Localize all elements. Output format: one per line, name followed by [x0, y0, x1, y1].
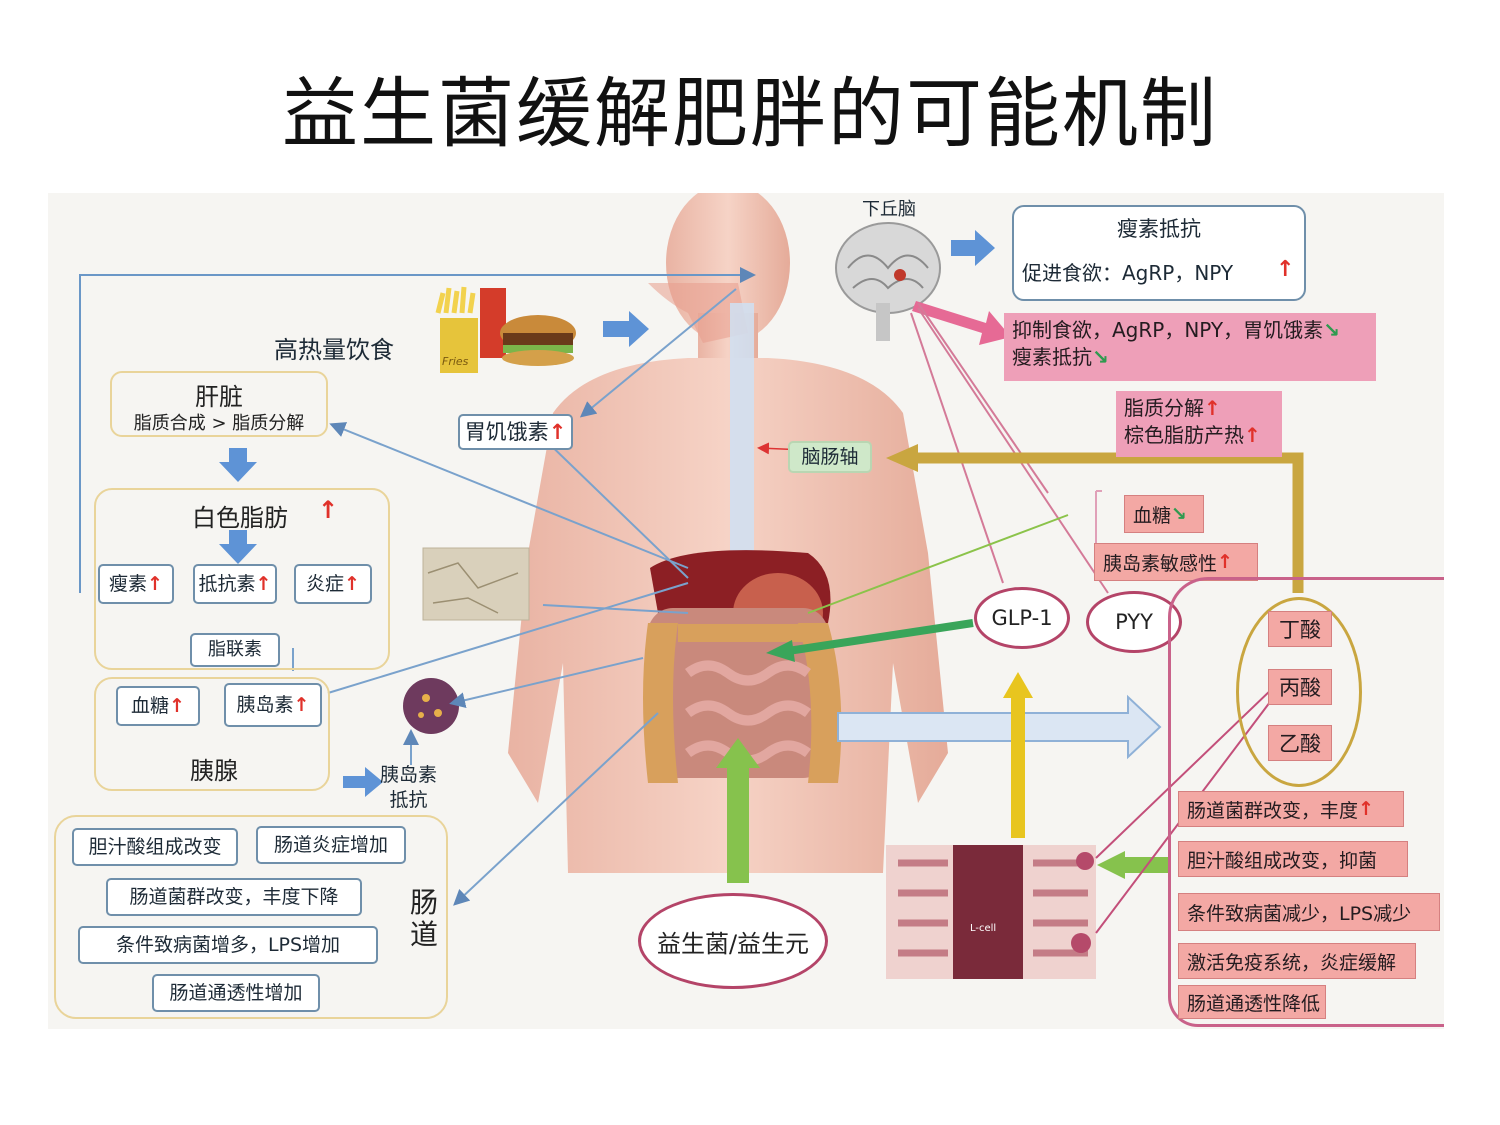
- increase-arrow-icon: ↑: [548, 419, 567, 444]
- decrease-arrow-icon: ↘: [1323, 318, 1340, 342]
- increase-arrow-icon: ↑: [1244, 423, 1261, 447]
- effect-permeability-box: 肠道通透性降低: [1178, 985, 1326, 1019]
- insulin-resistance-label: 胰岛素 抵抗: [380, 764, 438, 811]
- effect-flora-label: 肠道菌群改变，丰度: [1187, 799, 1359, 822]
- fries-label: Fries: [442, 355, 469, 368]
- gut-bile-acid-box: 胆汁酸组成改变: [72, 828, 238, 866]
- probiotic-effects-box: [1168, 577, 1444, 1027]
- pyy-ellipse: PYY: [1086, 591, 1182, 653]
- brown-fat-label: 棕色脂肪产热: [1124, 423, 1244, 447]
- page-title: 益生菌缓解肥胖的可能机制: [282, 69, 1218, 158]
- mechanism-diagram: 高热量饮食 胃饥饿素↑ 肝脏 脂质合成 > 脂质分解 白色脂肪 ↑ 瘦素↑ 抵抗…: [48, 193, 1444, 1029]
- leptin-box: 瘦素↑: [98, 564, 174, 604]
- liver-detail: 脂质合成 > 脂质分解: [133, 413, 305, 434]
- increase-arrow-icon: ↑: [169, 694, 185, 717]
- white-fat-box: 白色脂肪 ↑: [94, 488, 390, 670]
- butyrate-box: 丁酸: [1268, 611, 1332, 647]
- right-blood-sugar-label: 血糖: [1133, 504, 1172, 527]
- increase-arrow-icon: ↑: [344, 572, 360, 595]
- acetate-box: 乙酸: [1268, 725, 1332, 761]
- gut-inflammation-box: 肠道炎症增加: [256, 826, 406, 864]
- gut-permeability-box: 肠道通透性增加: [152, 974, 320, 1012]
- increase-arrow-icon: ↑: [147, 572, 163, 595]
- gut-title: 肠 道: [410, 886, 439, 952]
- scfa-ellipse: [1236, 597, 1362, 787]
- right-blood-sugar-box: 血糖↘: [1124, 495, 1204, 533]
- inflammation-label: 炎症: [306, 572, 345, 595]
- effect-flora-box: 肠道菌群改变，丰度↑: [1178, 791, 1404, 827]
- hypothalamus-label: 下丘脑: [862, 199, 916, 220]
- ghrelin-label: 胃饥饿素: [464, 419, 549, 444]
- ghrelin-box: 胃饥饿素↑: [458, 414, 573, 450]
- brain-gut-axis-box: 脑肠轴: [788, 441, 872, 473]
- liver-box: 肝脏 脂质合成 > 脂质分解: [110, 371, 328, 437]
- appetite-suppression-line2: 瘦素抵抗↘: [1012, 345, 1109, 369]
- human-body-illustration: [508, 193, 948, 873]
- pancreas-box: 胰腺: [94, 677, 330, 791]
- blood-sugar-box: 血糖↑: [116, 686, 200, 726]
- inflammation-box: 炎症↑: [294, 564, 372, 604]
- appetite-suppression-box: 抑制食欲，AgRP，NPY，胃饥饿素↘ 瘦素抵抗↘: [1004, 313, 1376, 381]
- glp1-ellipse: GLP-1: [974, 587, 1070, 649]
- effect-immune-box: 激活免疫系统，炎症缓解: [1178, 943, 1416, 979]
- liver-title: 肝脏: [195, 383, 243, 411]
- connector-layer: [79, 193, 1304, 979]
- fast-food-illustration: [435, 286, 576, 373]
- increase-arrow-icon: ↑: [318, 496, 339, 524]
- insulin-sensitivity-label: 胰岛素敏感性: [1103, 552, 1218, 575]
- leptin-resistance-detail: 促进食欲：AgRP，NPY: [1022, 261, 1234, 285]
- insulin-sensitivity-box: 胰岛素敏感性↑: [1094, 543, 1258, 581]
- gut-flora-box: 肠道菌群改变，丰度下降: [106, 878, 362, 916]
- appetite-suppression-line1: 抑制食欲，AgRP，NPY，胃饥饿素↘: [1012, 318, 1340, 342]
- leptin-resistance-title: 瘦素抵抗: [1117, 217, 1201, 241]
- intestinal-epithelium-illustration: [886, 845, 1096, 979]
- resistin-label: 抵抗素: [198, 572, 256, 595]
- propionate-box: 丙酸: [1268, 669, 1332, 705]
- increase-arrow-icon: ↑: [293, 693, 310, 716]
- pancreatic-islet-image: [403, 678, 459, 734]
- effect-bile-acid-box: 胆汁酸组成改变，抑菌: [1178, 841, 1408, 877]
- leptin-resistance-box: 瘦素抵抗 促进食欲：AgRP，NPY ↑: [1012, 205, 1306, 301]
- decrease-arrow-icon: ↘: [1171, 503, 1187, 525]
- insulin-box: 胰岛素↑: [224, 683, 322, 727]
- fat-tissue-image: [422, 547, 530, 621]
- high-calorie-diet-label: 高热量饮食: [274, 336, 394, 364]
- increase-arrow-icon: ↑: [1204, 396, 1221, 420]
- increase-arrow-icon: ↑: [1358, 798, 1374, 820]
- white-fat-title: 白色脂肪: [192, 504, 288, 532]
- probiotics-ellipse: 益生菌/益生元: [638, 893, 828, 989]
- gut-box: 肠 道: [54, 815, 448, 1019]
- leptin-label: 瘦素: [109, 572, 148, 595]
- blood-sugar-label: 血糖: [131, 694, 170, 717]
- l-cell-label: L-cell: [970, 923, 997, 934]
- increase-arrow-icon: ↑: [1217, 551, 1233, 573]
- increase-arrow-icon: ↑: [1276, 257, 1295, 282]
- resistin-box: 抵抗素↑: [193, 564, 277, 604]
- gut-pathogen-box: 条件致病菌增多，LPS增加: [78, 926, 378, 964]
- effect-pathogen-box: 条件致病菌减少，LPS减少: [1178, 893, 1440, 931]
- increase-arrow-icon: ↑: [255, 572, 272, 595]
- adiponectin-box: 脂联素: [190, 633, 280, 667]
- lipolysis-box: 脂质分解↑ 棕色脂肪产热↑: [1116, 391, 1282, 457]
- pancreas-title: 胰腺: [190, 757, 238, 785]
- brain-illustration: [835, 222, 941, 341]
- insulin-label: 胰岛素: [236, 693, 294, 716]
- lipolysis-label: 脂质分解: [1124, 396, 1204, 420]
- decrease-arrow-icon: ↘: [1092, 345, 1109, 369]
